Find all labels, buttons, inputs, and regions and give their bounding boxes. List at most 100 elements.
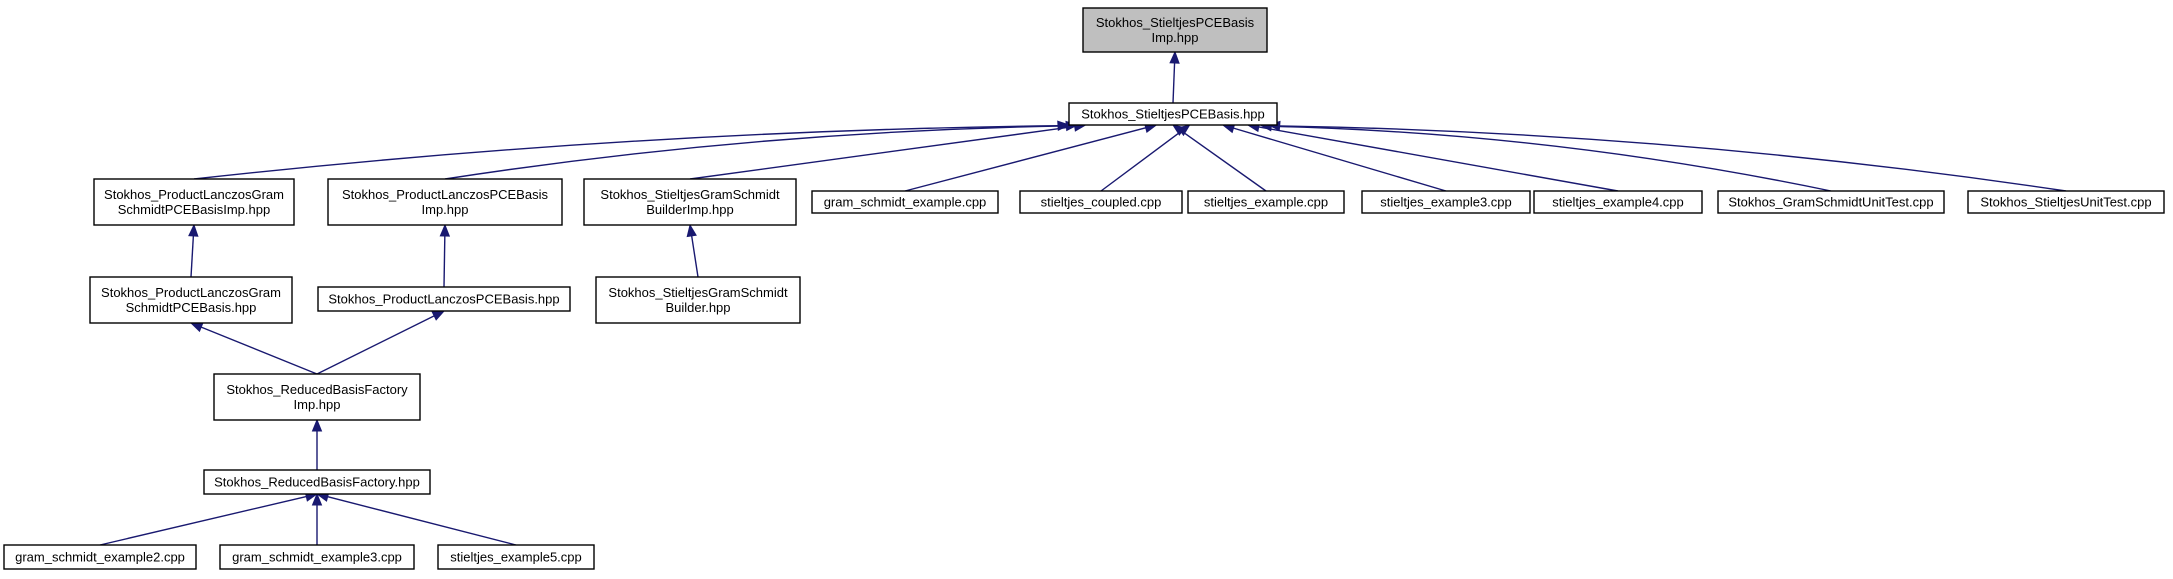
node-label-line: Builder.hpp	[665, 300, 730, 315]
edge-plg-to-plgimp	[188, 223, 199, 278]
node-rbf[interactable]: Stokhos_ReducedBasisFactory.hpp	[203, 469, 431, 495]
edge-line	[1258, 126, 1619, 192]
edge-rbf-to-rbfimp	[311, 418, 323, 470]
node-box[interactable]	[89, 276, 293, 324]
edge-gse2-to-rbf	[99, 491, 319, 546]
node-plp[interactable]: Stokhos_ProductLanczosPCEBasis.hpp	[317, 286, 571, 312]
node-sc[interactable]: stieltjes_coupled.cpp	[1019, 190, 1183, 214]
node-label-line: Stokhos_StieltjesPCEBasis	[1096, 15, 1255, 30]
arrowhead-icon	[686, 223, 697, 238]
edge-sgs-to-sgsimp	[686, 223, 699, 278]
node-gse3[interactable]: gram_schmidt_example3.cpp	[219, 544, 415, 570]
node-box[interactable]	[1717, 190, 1945, 214]
node-box[interactable]	[811, 190, 999, 214]
node-box[interactable]	[219, 544, 415, 570]
edge-gsut-to-pce	[1259, 121, 1832, 192]
arrowhead-icon	[188, 223, 199, 237]
arrowhead-icon	[431, 310, 446, 321]
node-label-line: SchmidtPCEBasis.hpp	[126, 300, 257, 315]
node-box[interactable]	[1068, 102, 1278, 126]
edge-line	[1279, 125, 2067, 192]
node-label-line: gram_schmidt_example3.cpp	[232, 550, 402, 565]
edge-line	[689, 125, 1075, 180]
edge-line	[316, 315, 435, 375]
node-box[interactable]	[1082, 7, 1268, 53]
node-label-line: stieltjes_coupled.cpp	[1041, 195, 1162, 210]
arrowhead-icon	[439, 223, 451, 237]
edge-se4-to-pce	[1246, 121, 1619, 192]
node-plgimp[interactable]: Stokhos_ProductLanczosGramSchmidtPCEBasi…	[93, 178, 295, 226]
arrowhead-icon	[311, 492, 323, 506]
node-box[interactable]	[1019, 190, 1183, 214]
edge-line	[1100, 131, 1182, 192]
edge-line	[190, 235, 195, 278]
node-label-line: stieltjes_example.cpp	[1204, 195, 1328, 210]
node-se5[interactable]: stieltjes_example5.cpp	[437, 544, 595, 570]
node-label-line: Stokhos_StieltjesGramSchmidt	[608, 285, 788, 300]
node-se3[interactable]: stieltjes_example3.cpp	[1361, 190, 1531, 214]
edge-se5-to-rbf	[315, 491, 517, 546]
arrowhead-icon	[189, 322, 204, 333]
node-label-line: Stokhos_GramSchmidtUnitTest.cpp	[1728, 195, 1933, 210]
node-label-line: Stokhos_StieltjesPCEBasis.hpp	[1081, 107, 1265, 122]
node-label-line: gram_schmidt_example2.cpp	[15, 550, 185, 565]
edge-line	[1271, 125, 1832, 192]
node-box[interactable]	[203, 469, 431, 495]
node-pce[interactable]: Stokhos_StieltjesPCEBasis.hpp	[1068, 102, 1278, 126]
edge-rbfimp-to-plg	[189, 322, 318, 375]
nodes-layer: Stokhos_StieltjesPCEBasisImp.hppStokhos_…	[3, 7, 2165, 570]
node-box[interactable]	[1361, 190, 1531, 214]
edge-gse-to-pce	[904, 122, 1158, 192]
edge-line	[327, 496, 517, 546]
edge-line	[690, 235, 699, 278]
node-label-line: Imp.hpp	[1152, 30, 1199, 45]
node-sgsimp[interactable]: Stokhos_StieltjesGramSchmidtBuilderImp.h…	[583, 178, 797, 226]
arrowhead-icon	[311, 418, 323, 432]
node-se4[interactable]: stieltjes_example4.cpp	[1533, 190, 1703, 214]
node-sut[interactable]: Stokhos_StieltjesUnitTest.cpp	[1967, 190, 2165, 214]
node-label-line: SchmidtPCEBasisImp.hpp	[118, 202, 270, 217]
node-box[interactable]	[437, 544, 595, 570]
edge-plp-to-plpimp	[439, 223, 451, 288]
edge-rbfimp-to-plp	[316, 310, 446, 375]
node-label-line: Stokhos_ReducedBasisFactory.hpp	[214, 475, 420, 490]
node-box[interactable]	[595, 276, 801, 324]
node-box[interactable]	[327, 178, 563, 226]
node-box[interactable]	[93, 178, 295, 226]
edge-line	[443, 235, 446, 288]
edge-line	[904, 127, 1146, 192]
node-se[interactable]: stieltjes_example.cpp	[1187, 190, 1345, 214]
edge-line	[444, 125, 1067, 180]
node-box[interactable]	[583, 178, 797, 226]
edge-line	[99, 495, 307, 546]
node-box[interactable]	[3, 544, 197, 570]
node-label-line: stieltjes_example3.cpp	[1380, 195, 1512, 210]
node-gse[interactable]: gram_schmidt_example.cpp	[811, 190, 999, 214]
node-label-line: Stokhos_ProductLanczosGram	[101, 285, 281, 300]
node-label-line: Stokhos_StieltjesUnitTest.cpp	[1980, 195, 2151, 210]
arrowhead-icon	[1169, 50, 1180, 64]
node-label-line: Stokhos_StieltjesGramSchmidt	[600, 187, 780, 202]
node-box[interactable]	[1187, 190, 1345, 214]
node-gse2[interactable]: gram_schmidt_example2.cpp	[3, 544, 197, 570]
node-label-line: gram_schmidt_example.cpp	[824, 195, 987, 210]
edge-sgsimp-to-pce	[689, 121, 1087, 180]
edge-line	[1181, 130, 1267, 192]
node-box[interactable]	[1967, 190, 2165, 214]
edge-pce-to-root	[1169, 50, 1180, 104]
node-label-line: Stokhos_ProductLanczosGram	[104, 187, 284, 202]
node-box[interactable]	[317, 286, 571, 312]
node-plg[interactable]: Stokhos_ProductLanczosGramSchmidtPCEBasi…	[89, 276, 293, 324]
node-label-line: stieltjes_example4.cpp	[1552, 195, 1684, 210]
node-box[interactable]	[213, 373, 421, 421]
edge-gse3-to-rbf	[311, 492, 323, 545]
edge-se3-to-pce	[1221, 123, 1447, 192]
arrowhead-icon	[1171, 124, 1186, 136]
node-box[interactable]	[1533, 190, 1703, 214]
node-gsut[interactable]: Stokhos_GramSchmidtUnitTest.cpp	[1717, 190, 1945, 214]
